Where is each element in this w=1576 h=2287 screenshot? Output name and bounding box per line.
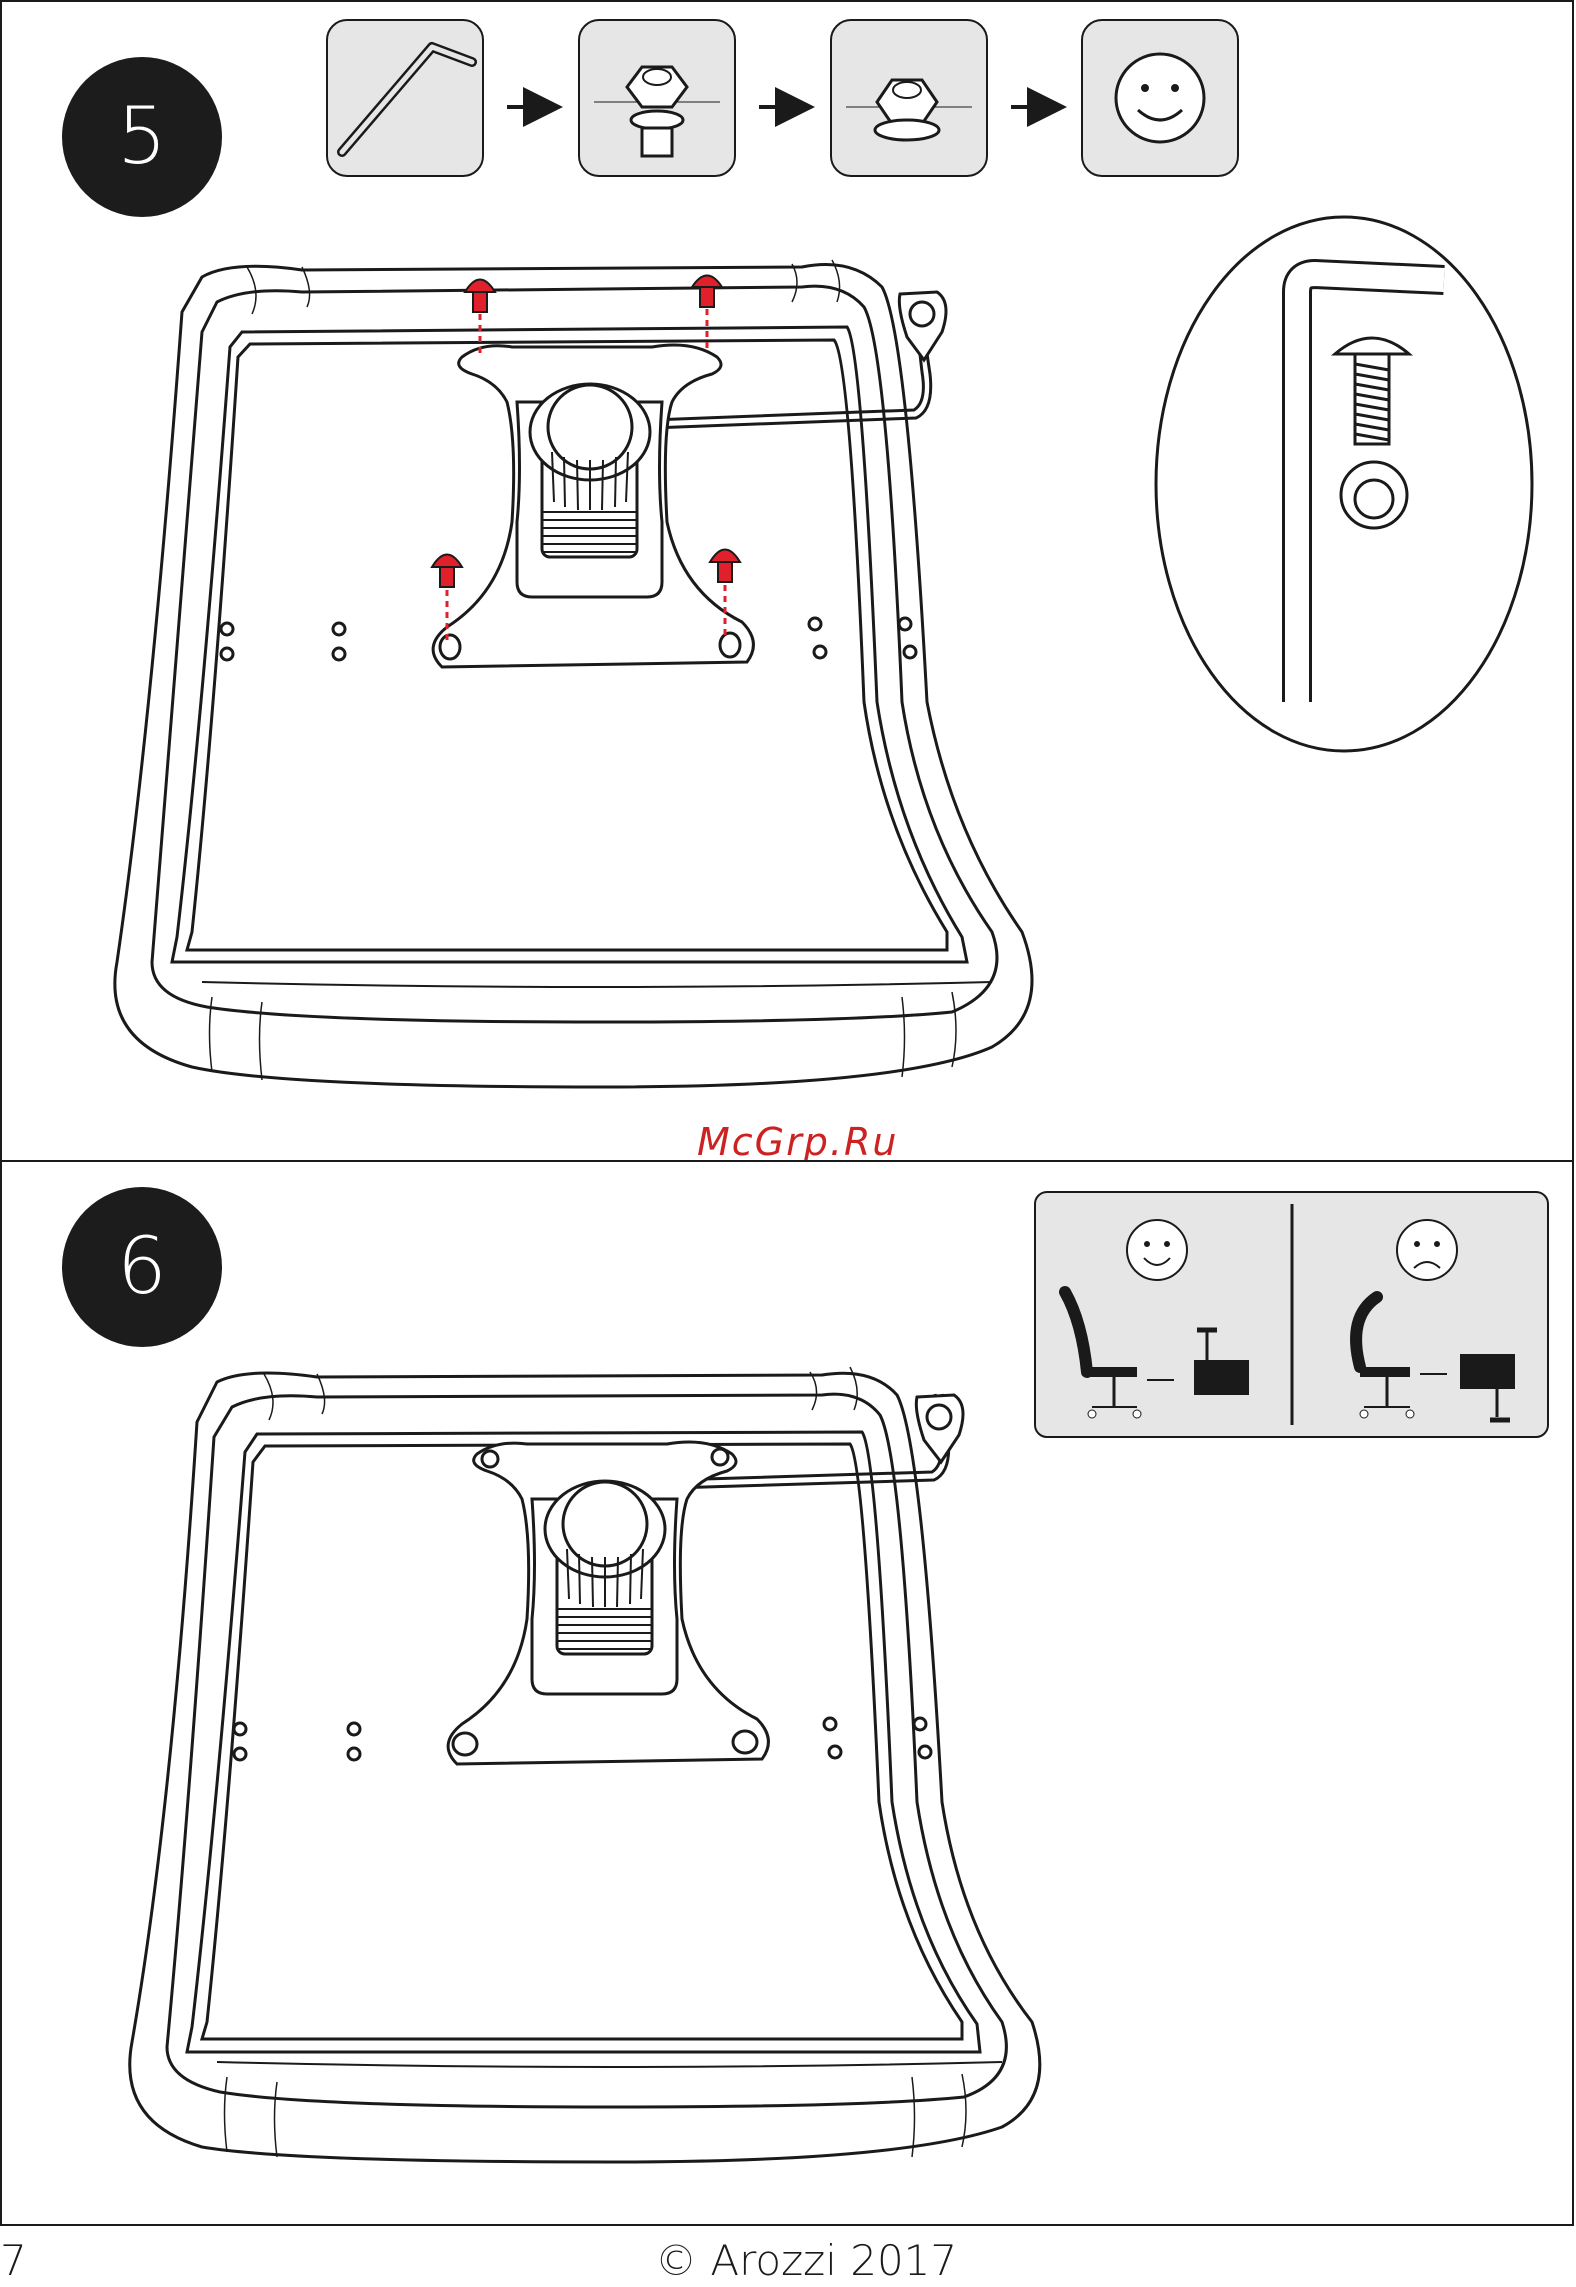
tightened-bolt-icon xyxy=(831,20,987,176)
hardware-detail-callout xyxy=(1156,217,1532,751)
smiley-face-icon xyxy=(1127,1220,1187,1280)
step-5-illustration xyxy=(2,2,1576,1162)
bolt-and-washer-icon xyxy=(579,20,735,176)
allen-key-icon xyxy=(327,20,483,176)
copyright-notice: © Arozzi 2017 xyxy=(655,2236,957,2285)
step-6-illustration xyxy=(2,1162,1576,2226)
smiley-face-icon xyxy=(1082,20,1238,176)
orientation-comparison-box xyxy=(1035,1192,1548,1437)
step-5-panel: 5 xyxy=(0,0,1574,1162)
sad-face-icon xyxy=(1397,1220,1457,1280)
step-6-panel: 6 xyxy=(0,1160,1574,2226)
watermark: McGrp.Ru xyxy=(697,1120,898,1164)
washer-icon xyxy=(1341,462,1407,528)
page-number: 7 xyxy=(0,2236,27,2285)
